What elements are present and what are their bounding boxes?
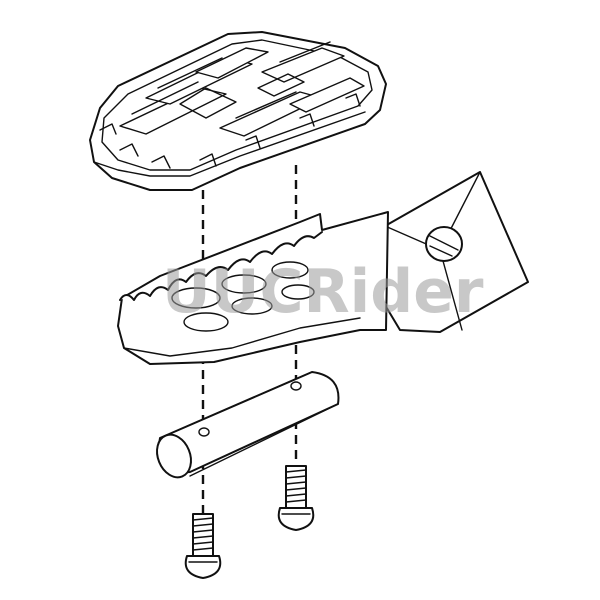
- alignment-guides: [201, 165, 298, 540]
- mount-pin-icon: [156, 371, 340, 479]
- foot-peg-body-icon: [117, 171, 529, 365]
- foot-peg-pad-icon: [89, 31, 387, 191]
- mounting-bolt-icon-right: [277, 465, 315, 531]
- watermark-text: UUCRider: [162, 257, 484, 327]
- mounting-bolt-icon-left: [184, 513, 222, 579]
